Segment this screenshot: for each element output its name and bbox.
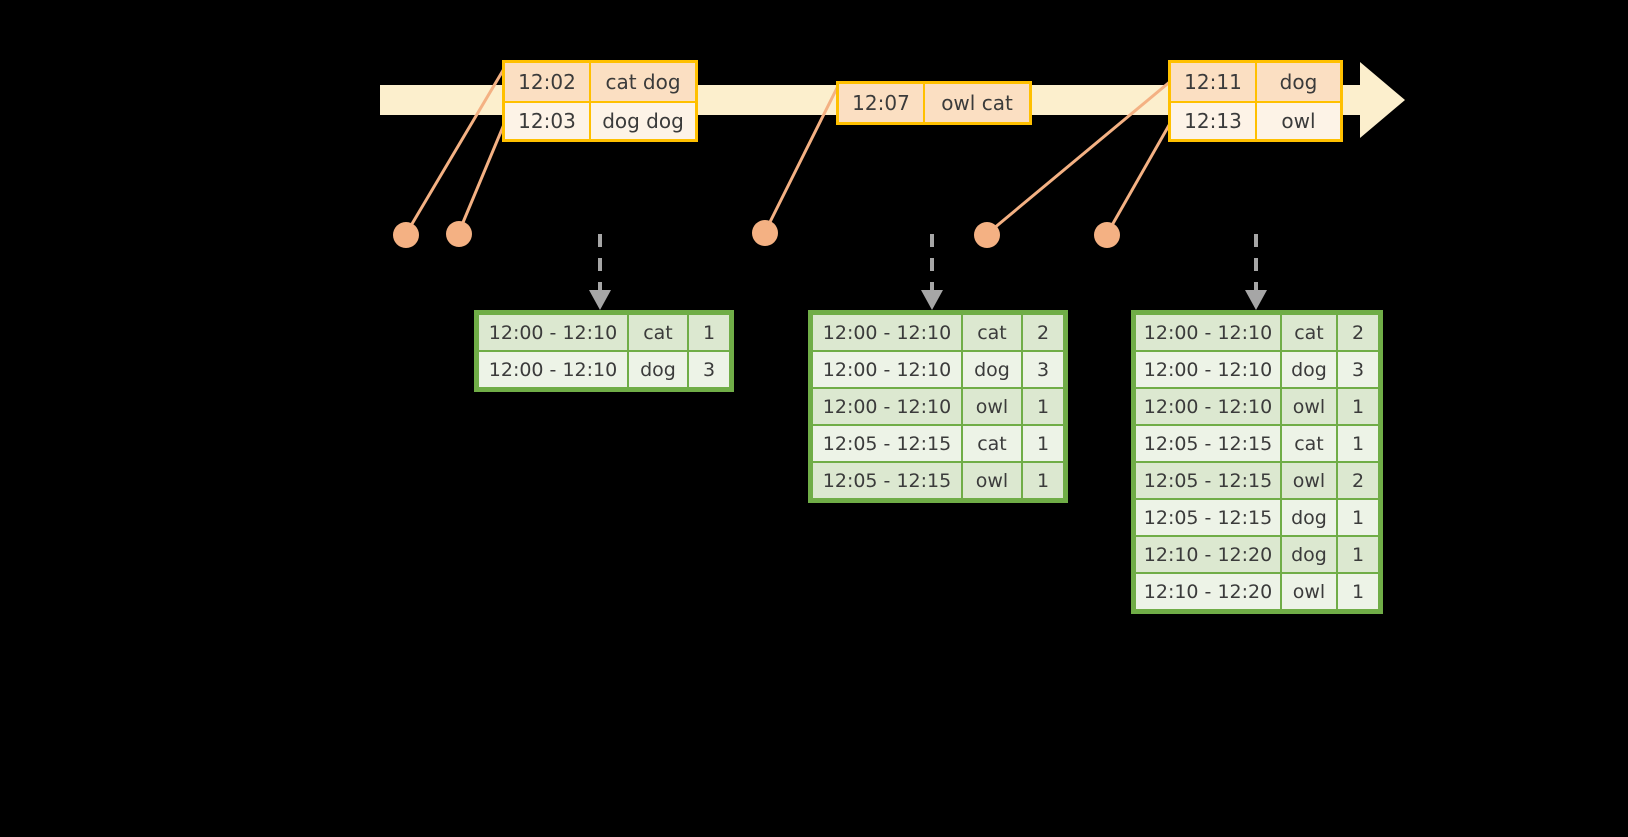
event-value: owl cat	[923, 84, 1029, 122]
table-row[interactable]: 12:00 - 12:10 dog 3	[1134, 350, 1380, 389]
event-row[interactable]: 12:11 dog	[1171, 63, 1340, 101]
window-cell: 12:05 - 12:15	[811, 461, 963, 500]
window-cell: 12:05 - 12:15	[1134, 424, 1282, 463]
event-row[interactable]: 12:02 cat dog	[505, 63, 695, 101]
event-dot-2	[446, 221, 472, 247]
connector-line-5	[1105, 119, 1174, 235]
window-cell: 12:10 - 12:20	[1134, 535, 1282, 574]
count-cell: 1	[1336, 424, 1380, 463]
event-row[interactable]: 12:07 owl cat	[839, 84, 1029, 122]
count-cell: 1	[1336, 535, 1380, 574]
event-time: 12:13	[1171, 103, 1255, 139]
connector-line-1	[404, 61, 510, 235]
emit-arrow-3	[1245, 234, 1267, 310]
event-value: owl	[1255, 103, 1340, 139]
table-row[interactable]: 12:00 - 12:10 owl 1	[1134, 387, 1380, 426]
count-cell: 3	[687, 350, 731, 389]
result-table-1[interactable]: 12:00 - 12:10 cat 1 12:00 - 12:10 dog 3	[474, 310, 734, 392]
key-cell: dog	[627, 350, 689, 389]
window-cell: 12:00 - 12:10	[1134, 313, 1282, 352]
key-cell: owl	[961, 387, 1023, 426]
window-cell: 12:10 - 12:20	[1134, 572, 1282, 611]
key-cell: dog	[1280, 498, 1338, 537]
window-cell: 12:05 - 12:15	[811, 424, 963, 463]
table-row[interactable]: 12:05 - 12:15 cat 1	[1134, 424, 1380, 463]
window-cell: 12:05 - 12:15	[1134, 498, 1282, 537]
key-cell: owl	[961, 461, 1023, 500]
count-cell: 1	[1021, 424, 1065, 463]
event-dot-3	[752, 220, 778, 246]
table-row[interactable]: 12:00 - 12:10 cat 2	[1134, 313, 1380, 352]
window-cell: 12:00 - 12:10	[811, 387, 963, 426]
table-row[interactable]: 12:00 - 12:10 owl 1	[811, 387, 1065, 426]
event-value: dog dog	[589, 103, 695, 139]
event-dot-4	[974, 222, 1000, 248]
event-group-1[interactable]: 12:02 cat dog 12:03 dog dog	[502, 60, 698, 142]
count-cell: 1	[1336, 387, 1380, 426]
table-row[interactable]: 12:05 - 12:15 dog 1	[1134, 498, 1380, 537]
table-row[interactable]: 12:00 - 12:10 cat 2	[811, 313, 1065, 352]
result-table-2[interactable]: 12:00 - 12:10 cat 2 12:00 - 12:10 dog 3 …	[808, 310, 1068, 503]
key-cell: cat	[1280, 313, 1338, 352]
count-cell: 1	[687, 313, 731, 352]
count-cell: 1	[1021, 461, 1065, 500]
event-group-3[interactable]: 12:11 dog 12:13 owl	[1168, 60, 1343, 142]
window-cell: 12:05 - 12:15	[1134, 461, 1282, 500]
key-cell: owl	[1280, 387, 1338, 426]
key-cell: cat	[961, 424, 1023, 463]
table-row[interactable]: 12:00 - 12:10 cat 1	[477, 313, 731, 352]
event-dot-1	[393, 222, 419, 248]
event-dots	[393, 220, 1120, 248]
event-value: dog	[1255, 63, 1340, 101]
connector-line-2	[457, 121, 507, 233]
table-row[interactable]: 12:05 - 12:15 owl 1	[811, 461, 1065, 500]
window-cell: 12:00 - 12:10	[1134, 387, 1282, 426]
window-cell: 12:00 - 12:10	[477, 313, 629, 352]
table-row[interactable]: 12:05 - 12:15 owl 2	[1134, 461, 1380, 500]
window-cell: 12:00 - 12:10	[811, 313, 963, 352]
emit-arrows	[589, 234, 1267, 310]
count-cell: 3	[1021, 350, 1065, 389]
event-time: 12:07	[839, 84, 923, 122]
event-dot-5	[1094, 222, 1120, 248]
window-cell: 12:00 - 12:10	[811, 350, 963, 389]
key-cell: cat	[1280, 424, 1338, 463]
count-cell: 1	[1336, 498, 1380, 537]
emit-arrow-2	[921, 234, 943, 310]
event-time: 12:11	[1171, 63, 1255, 101]
connector-line-3	[763, 81, 842, 233]
key-cell: owl	[1280, 572, 1338, 611]
key-cell: dog	[1280, 535, 1338, 574]
event-value: cat dog	[589, 63, 695, 101]
count-cell: 2	[1336, 313, 1380, 352]
window-cell: 12:00 - 12:10	[477, 350, 629, 389]
table-row[interactable]: 12:00 - 12:10 dog 3	[811, 350, 1065, 389]
key-cell: owl	[1280, 461, 1338, 500]
key-cell: cat	[961, 313, 1023, 352]
result-table-3[interactable]: 12:00 - 12:10 cat 2 12:00 - 12:10 dog 3 …	[1131, 310, 1383, 614]
count-cell: 2	[1021, 313, 1065, 352]
event-time: 12:02	[505, 63, 589, 101]
table-row[interactable]: 12:00 - 12:10 dog 3	[477, 350, 731, 389]
key-cell: cat	[627, 313, 689, 352]
event-row[interactable]: 12:03 dog dog	[505, 101, 695, 139]
key-cell: dog	[961, 350, 1023, 389]
count-cell: 1	[1021, 387, 1065, 426]
count-cell: 3	[1336, 350, 1380, 389]
event-time: 12:03	[505, 103, 589, 139]
window-cell: 12:00 - 12:10	[1134, 350, 1282, 389]
emit-arrow-1	[589, 234, 611, 310]
table-row[interactable]: 12:10 - 12:20 owl 1	[1134, 572, 1380, 611]
event-group-2[interactable]: 12:07 owl cat	[836, 81, 1032, 125]
table-row[interactable]: 12:10 - 12:20 dog 1	[1134, 535, 1380, 574]
table-row[interactable]: 12:05 - 12:15 cat 1	[811, 424, 1065, 463]
key-cell: dog	[1280, 350, 1338, 389]
event-row[interactable]: 12:13 owl	[1171, 101, 1340, 139]
count-cell: 2	[1336, 461, 1380, 500]
count-cell: 1	[1336, 572, 1380, 611]
